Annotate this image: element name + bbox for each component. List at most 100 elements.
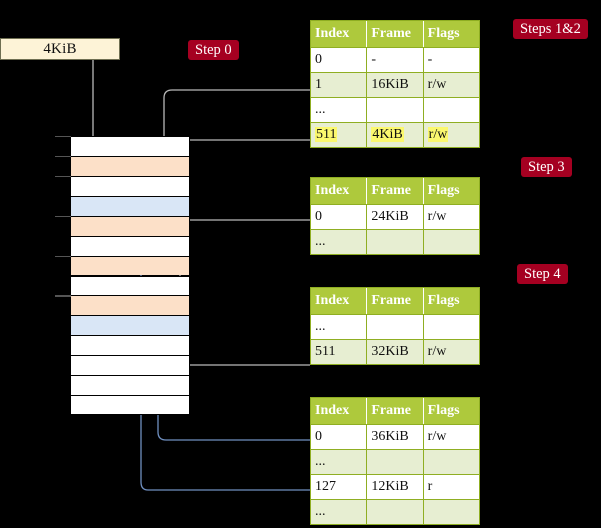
source-size-label: 4KiB — [43, 40, 77, 57]
table-cell-index: 0 — [311, 47, 368, 72]
table-row: ... — [311, 97, 479, 122]
table-cell-index: ... — [311, 97, 368, 122]
table-cell-frame: 36KiB — [367, 424, 424, 449]
table-row: ... — [311, 229, 479, 254]
table-row: 0-- — [311, 47, 479, 72]
table-cell-index: 511 — [311, 122, 368, 147]
table-cell-frame: 32KiB — [367, 339, 424, 364]
table-cell-flags: r/w — [423, 72, 479, 97]
badge-step-4-label: Step 4 — [524, 265, 561, 282]
table-cell-index: ... — [311, 499, 368, 524]
memory-frame-11 — [70, 355, 190, 376]
table-cell-frame: 24KiB — [367, 204, 424, 229]
table-row: 511 4KiB r/w — [311, 122, 479, 147]
table-cell-frame: 4KiB — [367, 122, 424, 147]
highlighted-value: r/w — [427, 127, 449, 142]
table-cell-flags: r/w — [423, 204, 479, 229]
table-cell-index: 1 — [311, 72, 368, 97]
memory-frame-1 — [70, 155, 190, 176]
table-cell-flags — [423, 97, 479, 122]
table-cell-index: 0 — [311, 204, 368, 229]
badge-step-3: Step 3 — [521, 157, 572, 177]
badge-steps-1-2-label: Steps 1&2 — [520, 20, 581, 37]
table-row: ... — [311, 499, 479, 524]
table-cell-flags — [423, 499, 479, 524]
table-cell-flags — [423, 314, 479, 339]
table-cell-index: ... — [311, 229, 368, 254]
wire-t2-row0 — [179, 219, 310, 300]
column-header-flags: Flags — [427, 26, 460, 41]
memory-frame-13 — [70, 395, 190, 415]
memory-frame-tick-6 — [55, 255, 71, 257]
memory-frame-tick-2 — [55, 175, 71, 178]
memory-frame-2 — [70, 175, 190, 196]
memory-frame-12 — [70, 375, 190, 396]
table-cell-frame — [367, 449, 424, 474]
memory-frame-5 — [70, 235, 190, 256]
badge-steps-1-2: Steps 1&2 — [513, 19, 588, 39]
badge-step-0: Step 0 — [188, 40, 239, 60]
highlighted-value: 511 — [315, 127, 338, 142]
table-cell-flags: r/w — [423, 339, 479, 364]
badge-step-4: Step 4 — [517, 264, 568, 284]
column-header-flags: Flags — [427, 293, 460, 308]
table-cell-frame — [367, 314, 424, 339]
column-header-frame: Frame — [367, 178, 424, 204]
badge-step-0-label: Step 0 — [195, 41, 232, 58]
table-cell-index: ... — [311, 314, 368, 339]
memory-frame-0 — [70, 136, 190, 156]
table-cell-frame: 16KiB — [367, 72, 424, 97]
memory-frame-4 — [70, 215, 190, 236]
column-header-flags: Flags — [427, 403, 460, 418]
table-cell-flags — [423, 229, 479, 254]
table-cell-frame: 12KiB — [367, 474, 424, 499]
memory-frame-tick-1 — [55, 155, 71, 158]
table-cell-flags: - — [423, 47, 479, 72]
memory-frame-9 — [70, 315, 190, 336]
physical-memory-bar — [70, 136, 190, 415]
column-header-index: Index — [311, 178, 368, 204]
memory-frame-tick-0 — [55, 136, 71, 138]
column-header-index: Index — [311, 398, 368, 424]
column-header-flags: Flags — [427, 183, 460, 198]
column-header-frame: Frame — [367, 398, 424, 424]
memory-frame-8 — [70, 295, 190, 316]
memory-frame-3 — [70, 195, 190, 216]
memory-frame-tick-4 — [55, 215, 71, 218]
table-cell-flags: r/w — [423, 122, 479, 147]
table-cell-frame: - — [367, 47, 424, 72]
table-row: ... — [311, 449, 479, 474]
table-cell-frame — [367, 499, 424, 524]
column-header-frame: Frame — [367, 21, 424, 47]
column-header-index: Index — [311, 21, 368, 47]
memory-frame-tick-8 — [55, 295, 71, 297]
table-cell-frame — [367, 97, 424, 122]
column-header-index: Index — [311, 288, 368, 314]
badge-step-3-label: Step 3 — [528, 158, 565, 175]
table-cell-flags — [423, 449, 479, 474]
table-cell-flags: r — [423, 474, 479, 499]
highlighted-value: 4KiB — [371, 127, 404, 142]
memory-frame-7 — [70, 275, 190, 296]
column-header-frame: Frame — [367, 288, 424, 314]
table-cell-index: ... — [311, 449, 368, 474]
table-cell-index: 0 — [311, 424, 368, 449]
wire-t3-row511 — [179, 306, 310, 366]
table-cell-frame — [367, 229, 424, 254]
memory-frame-6 — [70, 255, 190, 276]
memory-frame-10 — [70, 335, 190, 356]
table-cell-flags: r/w — [423, 424, 479, 449]
